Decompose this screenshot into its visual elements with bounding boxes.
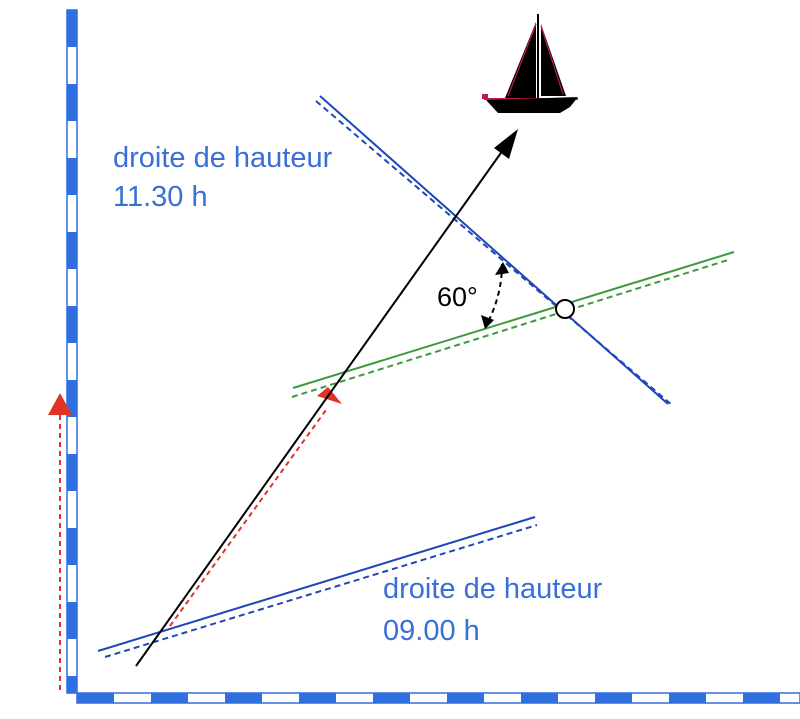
angle-arc bbox=[481, 262, 509, 329]
lop-1130-title: droite de hauteur bbox=[113, 142, 333, 174]
lop-0900-title: droite de hauteur bbox=[383, 573, 603, 605]
line-of-position-1130 bbox=[315, 95, 673, 406]
horizontal-scale-axis bbox=[76, 692, 800, 704]
lop-1130-time: 11.30 h bbox=[113, 181, 208, 213]
lop-0900-time: 09.00 h bbox=[383, 615, 480, 647]
sailboat-icon bbox=[482, 14, 578, 113]
line-of-position-0900 bbox=[97, 516, 538, 658]
transfer-arrow-red bbox=[169, 387, 342, 627]
vertical-scale-axis bbox=[66, 9, 78, 694]
course-line-arrow bbox=[135, 129, 518, 667]
transferred-line-green bbox=[291, 251, 735, 398]
red-reference-arrow bbox=[48, 393, 72, 690]
fix-point-circle bbox=[555, 299, 575, 319]
angle-label: 60° bbox=[437, 282, 478, 312]
